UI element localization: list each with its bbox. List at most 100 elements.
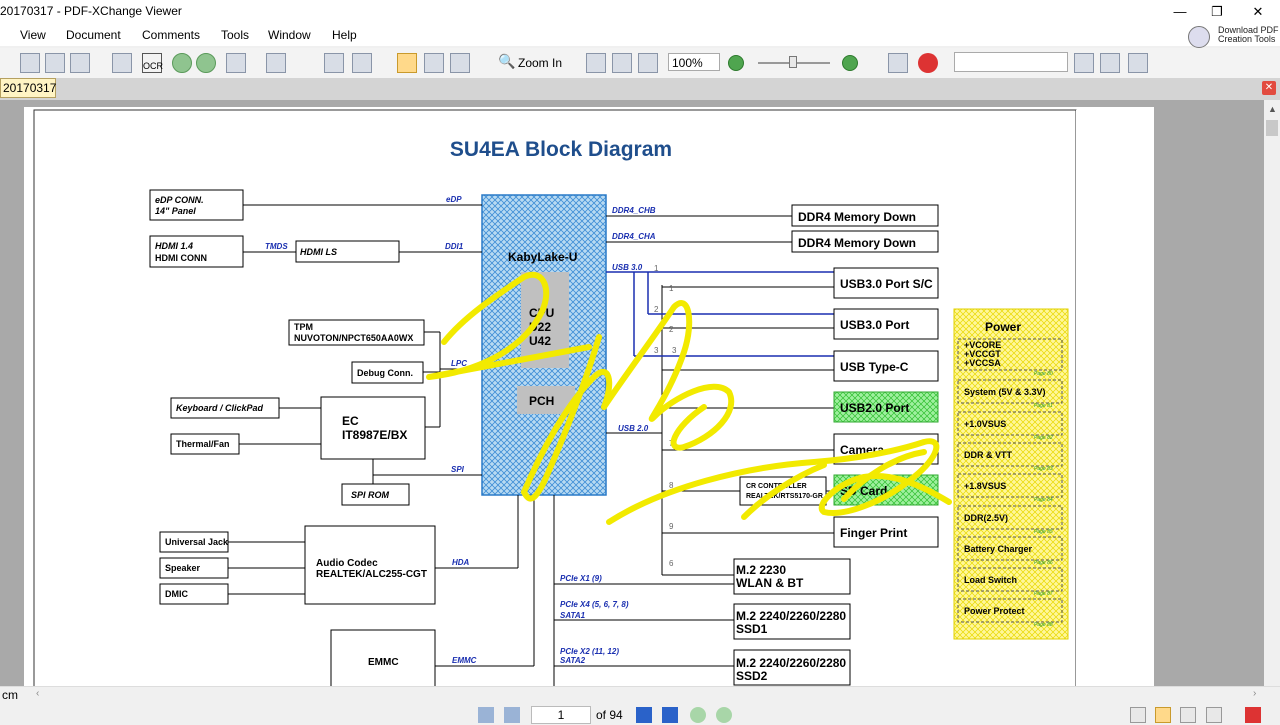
spi-signal: SPI [451,465,465,474]
snapshot-icon[interactable] [424,53,444,73]
ssd1-box [733,603,851,640]
power-item-1v0 [957,411,1063,436]
continuous-page-icon[interactable] [1155,707,1171,723]
scan-icon[interactable] [70,53,90,73]
power-item-ddr-vtt [957,442,1063,467]
page-count-label: of 94 [596,708,623,722]
menu-help[interactable]: Help [332,28,357,42]
scroll-right-icon[interactable]: › [1253,688,1257,699]
ssd2-m2-label: M.2 2240/2260/2280 [736,656,846,670]
usb3-port-label: USB3.0 Port [840,318,909,332]
find-next-icon[interactable] [1100,53,1120,73]
prev-view-icon[interactable] [690,707,706,723]
finger-print-label: Finger Print [840,526,907,540]
menu-window[interactable]: Window [268,28,311,42]
minimize-button[interactable]: — [1173,4,1187,19]
wlan-label: WLAN & BT [736,576,804,590]
power-item-protect [957,598,1063,623]
zoom-in-icon[interactable]: 🔍 [498,53,516,69]
back-icon[interactable] [172,53,192,73]
ec-box [320,396,426,460]
vcore-box [957,338,1063,371]
port-number-2b: 2 [669,325,674,334]
toolbar: OCR 🔍 Zoom In [0,48,1280,79]
pdf-icon[interactable] [1245,707,1261,723]
pch-label: PCH [529,394,554,408]
stamp-icon[interactable] [918,53,938,73]
page-ref-88: Page 88 [1034,622,1053,628]
ssd1-label: SSD1 [736,622,768,636]
power-item-1v8-label: +1.8VSUS [964,481,1006,491]
menu-document[interactable]: Document [66,28,121,42]
actual-size-icon[interactable] [586,53,606,73]
page-ref-80: Page 80 [1034,371,1053,377]
port-number-8: 8 [669,481,674,490]
scroll-left-icon[interactable]: ‹ [36,688,40,699]
restore-button[interactable]: ❐ [1211,4,1223,19]
power-item-1v8 [957,473,1063,498]
print-icon[interactable] [45,53,65,73]
close-button[interactable]: ✕ [1252,4,1264,19]
usb3-sc-label: USB3.0 Port S/C [840,277,933,291]
ddi1-signal: DDI1 [445,242,464,251]
menu-view[interactable]: View [20,28,46,42]
document-tab[interactable]: 20170317 [0,78,56,98]
vertical-scrollbar[interactable]: ▲ [1264,100,1280,686]
rotate-icon[interactable] [324,53,344,73]
undo-icon[interactable] [226,53,246,73]
facing-page-icon[interactable] [1180,707,1196,723]
cr-controller-part-label: REALTEK/RTS5170-GR [746,493,823,500]
fit-page-icon[interactable] [612,53,632,73]
next-view-icon[interactable] [716,707,732,723]
wlan-box [733,558,851,595]
scroll-thumb[interactable] [1266,120,1278,136]
thermal-label: Thermal/Fan [176,439,230,449]
first-page-icon[interactable] [478,707,494,723]
units-label: cm [2,688,18,702]
zoom-out-icon[interactable] [728,55,744,71]
menu-comments[interactable]: Comments [142,28,201,42]
crop-icon[interactable] [352,53,372,73]
zoom-in-label[interactable]: Zoom In [518,56,563,70]
view-icon[interactable] [888,53,908,73]
previous-page-icon[interactable] [504,707,520,723]
document-viewer[interactable]: SU4EA Block Diagram KabyLake-U CPU U22 U… [0,100,1264,686]
emmc-signal: EMMC [452,656,477,665]
zoom-in-plus-icon[interactable] [842,55,858,71]
forward-icon[interactable] [196,53,216,73]
single-page-icon[interactable] [1130,707,1146,723]
spi-rom-label: SPI ROM [351,490,390,500]
fit-width-icon[interactable] [638,53,658,73]
find-icon[interactable] [1074,53,1094,73]
usb20-signal: USB 2.0 [618,424,649,433]
wlan-m2-label: M.2 2230 [736,563,786,577]
finger-print-box [833,516,939,548]
close-document-icon[interactable]: ✕ [1262,81,1276,95]
menu-tools[interactable]: Tools [221,28,250,42]
select-icon[interactable] [450,53,470,73]
zoom-level-field[interactable]: 100% [668,53,720,71]
redo-icon[interactable] [266,53,286,73]
ddr4-cha-box [791,230,939,253]
audio-codec-box [304,525,436,605]
ocr-button[interactable]: OCR [142,53,163,73]
settings-icon[interactable] [1128,53,1148,73]
tools-icon[interactable] [112,53,132,73]
download-pdf-tools-button[interactable]: Download PDF Creation Tools [1186,24,1280,48]
last-page-icon[interactable] [662,707,678,723]
scroll-up-icon[interactable]: ▲ [1268,104,1277,114]
ec-label: EC [342,414,359,428]
status-bar: cm ‹ › [0,686,1280,704]
next-page-icon[interactable] [636,707,652,723]
page-number-input[interactable]: 1 [531,706,591,724]
search-input[interactable] [954,52,1068,72]
kabylake-label: KabyLake-U [508,250,577,264]
cr-controller-box [739,476,827,506]
split-view-icon[interactable] [1206,707,1222,723]
save-icon[interactable] [20,53,40,73]
port-number-2: 2 [654,305,659,314]
hand-tool-icon[interactable] [397,53,417,73]
zoom-slider-thumb[interactable] [789,56,797,68]
power-item-load-switch [957,567,1063,592]
ssd2-label: SSD2 [736,669,768,683]
